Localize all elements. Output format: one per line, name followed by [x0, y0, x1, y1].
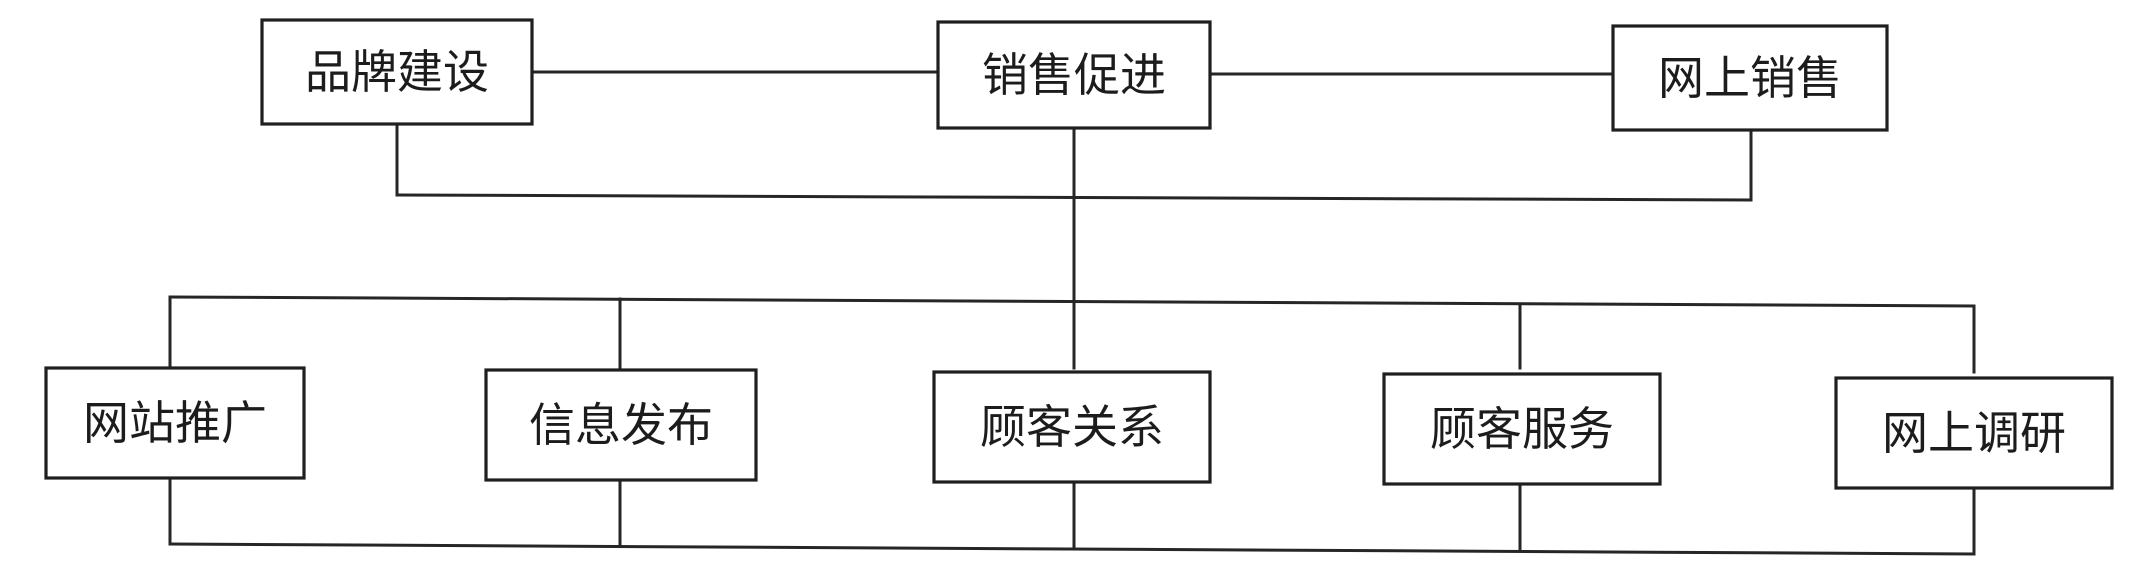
node-info-release-box — [484, 368, 758, 482]
node-info-release: 信息发布 — [484, 368, 758, 482]
node-online-sales-label: 网上销售 — [1658, 51, 1842, 105]
node-website-promotion: 网站推广 — [44, 366, 306, 480]
node-customer-service-box — [1382, 372, 1662, 486]
node-online-sales-box — [1611, 24, 1889, 132]
node-customer-relations: 顾客关系 — [932, 370, 1212, 484]
node-online-research-box — [1834, 376, 2114, 490]
node-brand-building-label: 品牌建设 — [305, 45, 489, 99]
node-customer-service-label: 顾客服务 — [1430, 402, 1614, 456]
upper-bus-line — [168, 295, 1976, 308]
connector-lines — [168, 70, 1976, 556]
node-sales-promotion: 销售促进 — [936, 20, 1212, 130]
node-online-sales: 网上销售 — [1611, 24, 1889, 132]
lower-bus-line — [168, 542, 1976, 556]
node-website-promotion-label: 网站推广 — [83, 396, 267, 450]
node-customer-relations-label: 顾客关系 — [980, 400, 1164, 454]
node-customer-service: 顾客服务 — [1382, 372, 1662, 486]
node-info-release-label: 信息发布 — [529, 398, 713, 452]
node-brand-building: 品牌建设 — [260, 18, 534, 126]
node-sales-promotion-label: 销售促进 — [982, 48, 1166, 102]
node-brand-building-box — [260, 18, 534, 126]
node-online-research-label: 网上调研 — [1882, 406, 2066, 460]
node-website-promotion-box — [44, 366, 306, 480]
node-customer-relations-box — [932, 370, 1212, 484]
node-online-research: 网上调研 — [1834, 376, 2114, 490]
node-sales-promotion-box — [936, 20, 1212, 130]
